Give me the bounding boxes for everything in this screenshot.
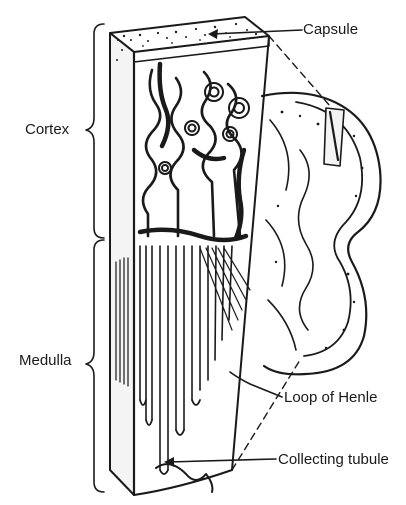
- medulla-bracket: [86, 240, 104, 492]
- cortex-label: Cortex: [25, 122, 69, 137]
- collecting-tubule-leader: [168, 459, 276, 462]
- cortex-tubules: [143, 70, 242, 236]
- cortex-vessels: [160, 64, 244, 238]
- tissue-block: [110, 17, 269, 495]
- capsule-label: Capsule: [303, 22, 358, 37]
- arcuate-vessel: [140, 230, 246, 240]
- capsule-leader: [212, 30, 302, 34]
- loop-of-henle-label: Loop of Henle: [284, 390, 377, 405]
- cortex-bracket: [86, 24, 104, 238]
- collecting-tubule-label: Collecting tubule: [278, 452, 389, 467]
- medulla-label: Medulla: [19, 353, 72, 368]
- collecting-duct: [160, 470, 168, 474]
- medulla-tubules: [140, 246, 232, 470]
- henle-loops: [140, 400, 200, 435]
